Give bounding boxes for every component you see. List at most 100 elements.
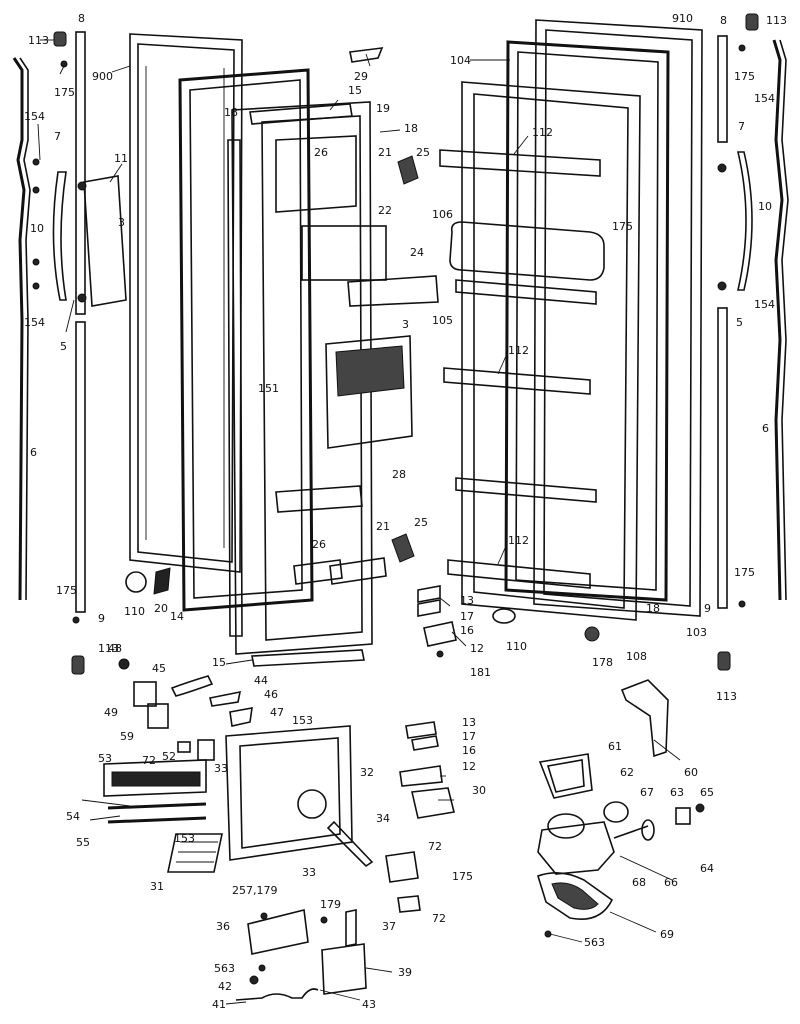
- part-label: 154: [754, 92, 775, 105]
- part-label: 29: [354, 70, 368, 83]
- part-label: 153: [174, 832, 195, 845]
- part-label: 21: [378, 146, 392, 159]
- part-label: 60: [684, 766, 698, 779]
- part-label: 154: [754, 298, 775, 311]
- part-label: 257,179: [232, 884, 278, 897]
- part-label: 18: [646, 602, 660, 615]
- part-label: 72: [142, 754, 156, 767]
- part-label: 44: [254, 674, 268, 687]
- part-label: 6: [762, 422, 769, 435]
- wire-harness-41-42-43: [235, 964, 319, 1001]
- left-handle-channel-8: [75, 31, 86, 613]
- part-label: 113: [98, 642, 119, 655]
- part-label: 151: [258, 382, 279, 395]
- part-label: 175: [734, 70, 755, 83]
- leader-lines: [37, 39, 681, 1005]
- part-label: 28: [392, 468, 406, 481]
- fresh-food-door-liner: [461, 81, 641, 621]
- part-label: 12: [462, 760, 476, 773]
- part-label: 53: [98, 752, 112, 765]
- part-label: 110: [506, 640, 527, 653]
- part-label: 39: [398, 966, 412, 979]
- part-label: 175: [612, 220, 633, 233]
- left-door-trim-strip-6: [12, 57, 31, 601]
- part-label: 45: [152, 662, 166, 675]
- part-label: 24: [410, 246, 424, 259]
- part-label: 13: [462, 716, 476, 729]
- part-label: 21: [376, 520, 390, 533]
- part-label: 7: [54, 130, 61, 143]
- freezer-door-outer-panel-900: [129, 33, 243, 573]
- part-label: 69: [660, 928, 674, 941]
- part-label: 48: [108, 642, 122, 655]
- part-label: 5: [736, 316, 743, 329]
- part-label: 113: [28, 34, 49, 47]
- part-label: 8: [78, 12, 85, 25]
- liner-frame-18: [227, 139, 243, 637]
- part-label: 31: [150, 880, 164, 893]
- part-label: 15: [212, 656, 226, 669]
- part-label: 112: [532, 126, 553, 139]
- part-label: 108: [626, 650, 647, 663]
- part-label: 59: [120, 730, 134, 743]
- door-hinge-parts-12-13-16-17: [417, 585, 600, 658]
- part-label: 6: [30, 446, 37, 459]
- fan-shroud-61: [538, 753, 593, 799]
- fan-blade-69: [537, 872, 614, 938]
- part-label: 61: [608, 740, 622, 753]
- part-label: 33: [302, 866, 316, 879]
- part-label: 179: [320, 898, 341, 911]
- part-label: 7: [738, 120, 745, 133]
- part-label: 175: [54, 86, 75, 99]
- part-label: 41: [212, 998, 226, 1011]
- part-label: 105: [432, 314, 453, 327]
- part-label: 175: [452, 870, 473, 883]
- part-label: 26: [314, 146, 328, 159]
- part-label: 175: [734, 566, 755, 579]
- brackets-72-36-37: [247, 851, 421, 955]
- part-label: 181: [470, 666, 491, 679]
- part-label: 154: [24, 316, 45, 329]
- part-label: 13: [460, 594, 474, 607]
- part-label: 112: [508, 344, 529, 357]
- part-label: 563: [214, 962, 235, 975]
- part-label: 18: [224, 106, 238, 119]
- left-hinge-cap-113-bottom: [71, 655, 85, 675]
- part-label: 52: [162, 750, 176, 763]
- lower-small-parts: [125, 567, 171, 595]
- part-label: 65: [700, 786, 714, 799]
- part-label: 910: [672, 12, 693, 25]
- fresh-food-door-gasket-103: [504, 40, 670, 602]
- part-label: 175: [56, 584, 77, 597]
- part-label: 900: [92, 70, 113, 83]
- part-label: 113: [716, 690, 737, 703]
- part-label: 54: [66, 810, 80, 823]
- part-label: 17: [460, 610, 474, 623]
- part-label: 37: [382, 920, 396, 933]
- part-label: 19: [376, 102, 390, 115]
- butter-compartment-106: [449, 221, 605, 281]
- part-label: 178: [592, 656, 613, 669]
- hinge-parts-12-13-16-17-30: [399, 721, 455, 819]
- part-label: 55: [76, 836, 90, 849]
- part-label: 10: [758, 200, 772, 213]
- dispenser-trim-53-54-55: [103, 759, 207, 824]
- ice-dispenser-door-28: [325, 335, 413, 449]
- left-door-handle-7: [52, 171, 67, 301]
- freezer-door-gasket-14: [178, 68, 314, 612]
- part-label: 43: [362, 998, 376, 1011]
- part-label: 5: [60, 340, 67, 353]
- part-label: 14: [170, 610, 184, 623]
- fan-parts-63-64-65-66-67: [613, 803, 705, 841]
- part-label: 10: [30, 222, 44, 235]
- part-label: 3: [402, 318, 409, 331]
- junction-box-39: [321, 943, 367, 995]
- part-label: 153: [292, 714, 313, 727]
- air-duct-60: [620, 679, 669, 758]
- part-label: 16: [460, 624, 474, 637]
- part-label: 8: [720, 14, 727, 27]
- part-label: 67: [640, 786, 654, 799]
- part-label: 64: [700, 862, 714, 875]
- part-label: 9: [98, 612, 105, 625]
